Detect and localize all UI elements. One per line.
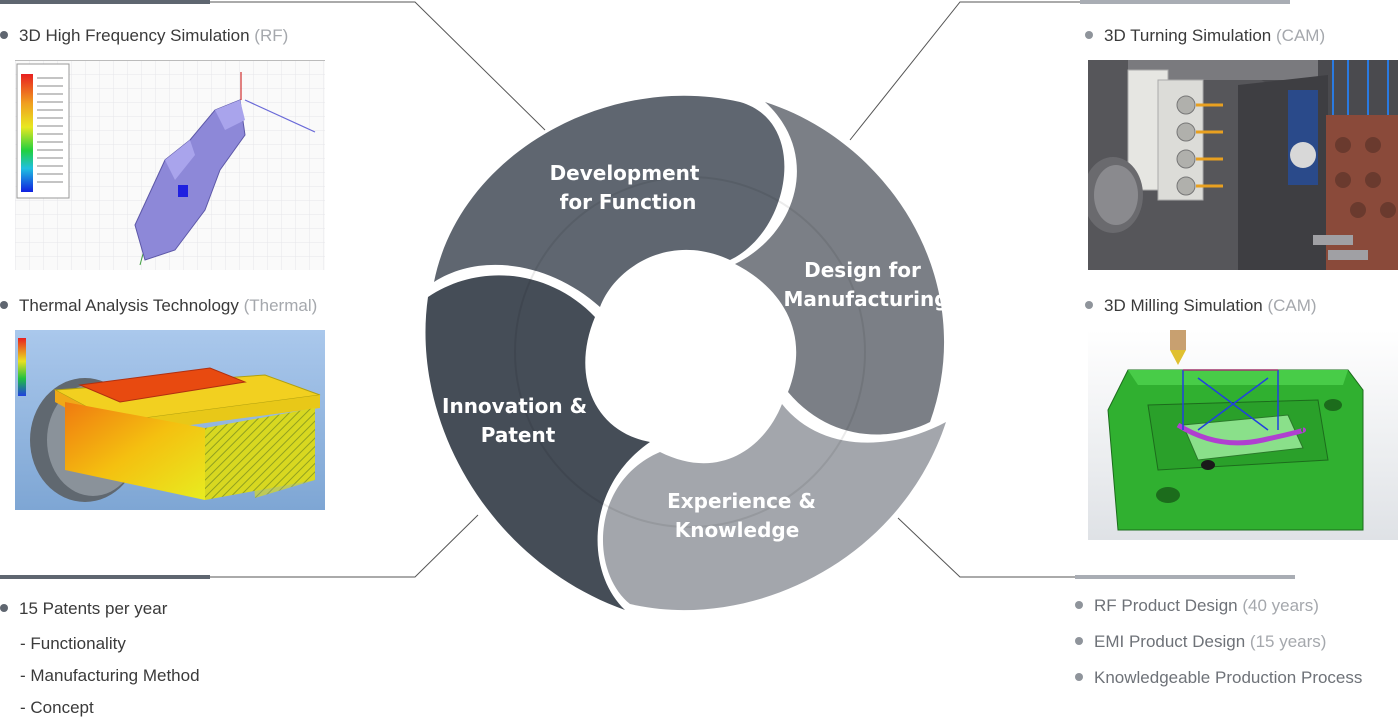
rf-simulation-tag: (RF) <box>254 26 289 45</box>
milling-simulation-label: 3D Milling Simulation <box>1104 296 1263 315</box>
milling-simulation-item: 3D Milling Simulation (CAM) <box>1085 296 1317 316</box>
production-process-item: Knowledgeable Production Process <box>1075 668 1362 688</box>
patent-category-functionality: - Functionality <box>20 634 126 653</box>
rf-product-design-item: RF Product Design (40 years) <box>1075 596 1319 616</box>
patents-title: 15 Patents per year <box>19 599 168 618</box>
bullet-icon <box>0 603 8 612</box>
bullet-icon <box>1075 672 1083 681</box>
emi-product-design-years: (15 years) <box>1249 632 1327 651</box>
patents-item: 15 Patents per year <box>0 599 167 619</box>
emi-product-design-item: EMI Product Design (15 years) <box>1075 632 1326 652</box>
cycle-segment-experience <box>602 404 946 611</box>
thermal-analysis-image <box>15 330 325 510</box>
bullet-icon <box>1085 30 1093 39</box>
section-bar-top-right <box>1080 0 1290 4</box>
thermal-analysis-tag: (Thermal) <box>243 296 318 315</box>
cycle-center-hole <box>600 258 784 442</box>
rf-product-design-years: (40 years) <box>1242 596 1319 615</box>
cycle-segment-design <box>735 102 945 435</box>
thermal-analysis-item: Thermal Analysis Technology (Thermal) <box>0 296 317 316</box>
milling-simulation-tag: (CAM) <box>1267 296 1317 315</box>
rf-simulation-item: 3D High Frequency Simulation (RF) <box>0 26 288 46</box>
cycle-segment-innovation <box>425 275 650 610</box>
bullet-icon <box>0 30 8 39</box>
process-cycle-diagram: Development for Function Design for Manu… <box>425 95 949 611</box>
patent-category-manufacturing: - Manufacturing Method <box>20 666 200 685</box>
cycle-label-experience: Experience & Knowledge <box>667 489 823 542</box>
production-process-label: Knowledgeable Production Process <box>1094 668 1363 687</box>
cycle-segment-development <box>434 95 785 307</box>
section-bar-bottom-left <box>0 575 210 579</box>
cycle-label-innovation: Innovation & Patent <box>442 394 594 447</box>
cycle-label-design: Design for Manufacturing <box>784 258 949 311</box>
rf-product-design-label: RF Product Design <box>1094 596 1238 615</box>
turning-simulation-image <box>1088 60 1398 270</box>
thermal-analysis-label: Thermal Analysis Technology <box>19 296 239 315</box>
turning-simulation-tag: (CAM) <box>1276 26 1326 45</box>
bullet-icon <box>1085 300 1093 309</box>
rf-simulation-label: 3D High Frequency Simulation <box>19 26 250 45</box>
emi-product-design-label: EMI Product Design <box>1094 632 1246 651</box>
bullet-icon <box>0 300 8 309</box>
turning-simulation-label: 3D Turning Simulation <box>1104 26 1272 45</box>
rf-simulation-image <box>15 60 325 270</box>
bullet-icon <box>1075 636 1083 645</box>
section-bar-top-left <box>0 0 210 4</box>
patent-category-concept: - Concept <box>20 698 94 717</box>
bullet-icon <box>1075 600 1083 609</box>
milling-simulation-image <box>1088 330 1398 540</box>
section-bar-bottom-right <box>1075 575 1295 579</box>
turning-simulation-item: 3D Turning Simulation (CAM) <box>1085 26 1325 46</box>
cycle-label-development: Development for Function <box>550 161 707 214</box>
